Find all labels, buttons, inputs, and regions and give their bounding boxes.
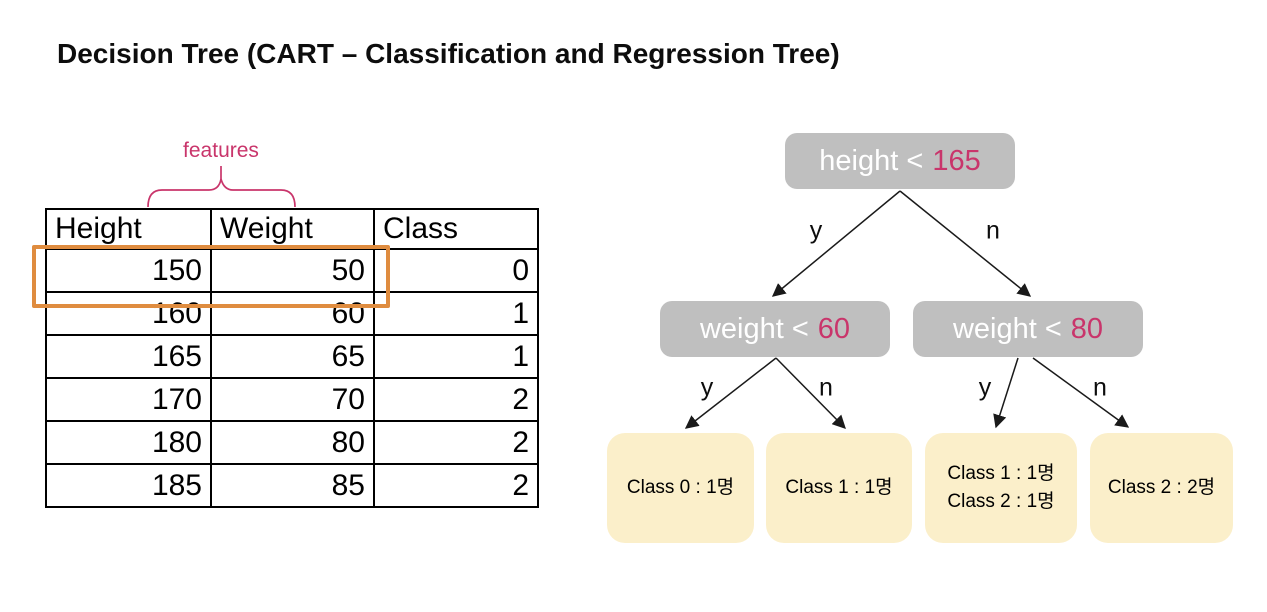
data-table: Height Weight Class 150 50 0 160 60 1 16… — [45, 208, 539, 508]
edge-root-yes — [771, 190, 901, 297]
cell-height: 150 — [45, 248, 212, 293]
cell-weight: 85 — [210, 463, 375, 508]
cell-weight: 60 — [210, 291, 375, 336]
leaf-node-class1: Class 1 : 1명 — [766, 433, 912, 543]
leaf-line: Class 2 : 1명 — [947, 491, 1055, 512]
leaf-line: Class 2 : 2명 — [1107, 477, 1216, 499]
tree-node-right: weight < 80 — [913, 301, 1143, 357]
cell-class: 2 — [373, 463, 539, 508]
tree-node-left: weight < 60 — [660, 301, 890, 357]
node-feature-text: weight < — [952, 312, 1062, 345]
cell-weight: 80 — [210, 420, 375, 465]
table-row: 180 80 2 — [45, 420, 539, 465]
cell-height: 165 — [45, 334, 212, 379]
leaf-node-class2: Class 2 : 2명 — [1090, 433, 1233, 543]
table-header-row: Height Weight Class — [45, 208, 539, 250]
edge-label-yes: y — [700, 373, 714, 402]
leaf-line: Class 1 : 1명 — [785, 477, 893, 499]
cell-class: 0 — [373, 248, 539, 293]
node-threshold-value: 60 — [817, 312, 851, 345]
table-row: 185 85 2 — [45, 463, 539, 508]
leaf-line: Class 1 : 1명 — [947, 463, 1055, 485]
cell-class: 1 — [373, 291, 539, 336]
edge-label-no: n — [1093, 373, 1107, 402]
edge-label-yes: y — [809, 216, 823, 245]
cell-class: 2 — [373, 377, 539, 422]
cell-class: 2 — [373, 420, 539, 465]
node-threshold-value: 80 — [1070, 312, 1104, 345]
edge-root-no — [899, 190, 1032, 297]
features-annotation-label: features — [183, 139, 259, 162]
cell-height: 170 — [45, 377, 212, 422]
node-feature-text: height < — [819, 144, 924, 177]
cell-weight: 65 — [210, 334, 375, 379]
table-row: 150 50 0 — [45, 248, 539, 293]
table-row: 160 60 1 — [45, 291, 539, 336]
table-row: 165 65 1 — [45, 334, 539, 379]
node-threshold-value: 165 — [932, 144, 981, 177]
edge-right-no — [1032, 357, 1130, 428]
leaf-line: Class 0 : 1명 — [626, 477, 735, 499]
cell-weight: 50 — [210, 248, 375, 293]
edge-left-no — [775, 357, 846, 429]
edge-left-yes — [684, 357, 777, 429]
features-brace — [147, 166, 296, 208]
node-feature-text: weight < — [699, 312, 809, 345]
cell-height: 185 — [45, 463, 212, 508]
column-header-height: Height — [45, 208, 212, 250]
edge-label-no: n — [986, 216, 1000, 245]
cell-class: 1 — [373, 334, 539, 379]
edge-right-yes — [993, 357, 1019, 429]
column-header-weight: Weight — [210, 208, 375, 250]
column-header-class: Class — [373, 208, 539, 250]
first-row-highlight-box — [32, 245, 390, 308]
edge-label-yes: y — [978, 373, 992, 402]
tree-node-root: height < 165 — [785, 133, 1015, 189]
leaf-node-class0: Class 0 : 1명 — [607, 433, 754, 543]
cell-height: 180 — [45, 420, 212, 465]
cell-weight: 70 — [210, 377, 375, 422]
edge-label-no: n — [819, 373, 833, 402]
cell-height: 160 — [45, 291, 212, 336]
page-title: Decision Tree (CART – Classification and… — [57, 38, 840, 69]
leaf-node-class1-class2: Class 1 : 1명 Class 2 : 1명 — [925, 433, 1077, 543]
table-row: 170 70 2 — [45, 377, 539, 422]
